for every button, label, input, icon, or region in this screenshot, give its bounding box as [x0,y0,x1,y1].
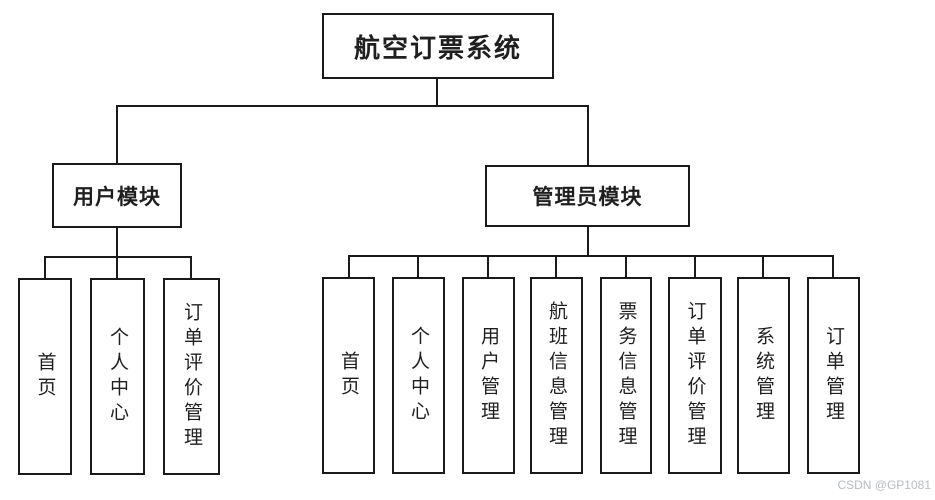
connector-admin-child-7 [762,255,764,277]
node-admin-order-mgmt-label: 订单管理 [823,325,844,426]
node-user-personal-center-label: 个人中心 [107,326,128,427]
node-admin-user-mgmt: 用户管理 [462,277,515,474]
connector-admin-child-3 [487,255,489,277]
connector-admin-child-5 [625,255,627,277]
node-user-personal-center: 个人中心 [90,278,145,475]
node-user-module-label: 用户模块 [73,184,161,209]
connector-admin-child-1 [348,255,350,277]
node-admin-personal-center: 个人中心 [392,277,445,474]
connector-user-bus [44,256,192,258]
node-admin-module-label: 管理员模块 [532,185,643,209]
connector-admin-bus [348,255,834,257]
node-admin-system-mgmt-label: 系统管理 [753,325,774,426]
node-root: 航空订票系统 [322,13,554,79]
node-user-module: 用户模块 [52,163,182,228]
connector-admin-stem [587,227,589,255]
node-admin-order-review-mgmt-label: 订单评价管理 [684,300,706,451]
node-admin-personal-center-label: 个人中心 [408,325,429,426]
connector-admin-child-6 [694,255,696,277]
connector-admin-drop [587,105,589,165]
connector-admin-child-4 [555,255,557,277]
connector-level1-bus [116,105,589,107]
node-admin-user-mgmt-label: 用户管理 [478,325,499,426]
connector-user-stem [116,228,118,256]
connector-user-child-1 [44,256,46,278]
node-admin-ticket-info-mgmt: 票务信息管理 [600,277,652,474]
connector-user-drop [116,105,118,163]
node-admin-flight-info-mgmt-label: 航班信息管理 [546,300,567,451]
node-user-home: 首页 [18,278,72,475]
node-user-order-review-mgmt-label: 订单评价管理 [181,301,202,452]
connector-admin-child-2 [417,255,419,277]
node-admin-system-mgmt: 系统管理 [737,277,790,474]
node-admin-home-label: 首页 [338,350,359,401]
node-admin-ticket-info-mgmt-label: 票务信息管理 [615,300,637,451]
connector-user-child-3 [190,256,192,278]
node-admin-home: 首页 [322,277,375,474]
node-admin-flight-info-mgmt: 航班信息管理 [530,277,583,474]
node-admin-order-mgmt: 订单管理 [807,277,860,474]
node-admin-module: 管理员模块 [485,165,690,227]
connector-admin-child-8 [832,255,834,277]
watermark: CSDN @GP1081 [837,478,931,492]
node-admin-order-review-mgmt: 订单评价管理 [668,277,722,474]
node-user-order-review-mgmt: 订单评价管理 [163,278,220,475]
node-user-home-label: 首页 [34,351,56,402]
node-root-label: 航空订票系统 [353,33,522,63]
connector-root-stem [436,79,438,106]
connector-user-child-2 [116,256,118,278]
